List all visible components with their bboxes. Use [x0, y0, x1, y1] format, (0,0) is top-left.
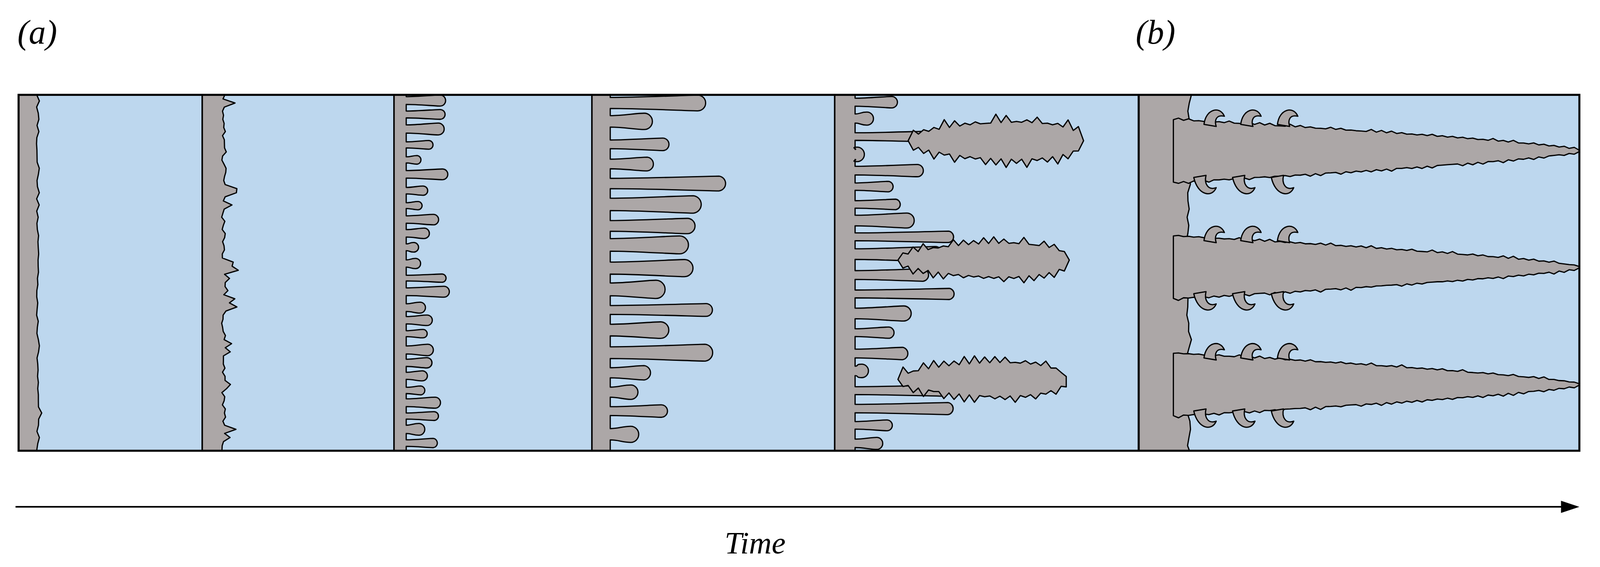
- invading-fluid: [1232, 291, 1255, 310]
- invading-fluid: [592, 95, 726, 452]
- outer-frame: [18, 95, 1580, 452]
- panel: [834, 95, 1139, 452]
- invading-fluid: [1232, 408, 1255, 428]
- panel-divider: [834, 95, 836, 452]
- invading-fluid: [18, 95, 42, 452]
- invading-fluid: [1173, 235, 1580, 301]
- invading-fluid: [1277, 109, 1298, 127]
- invading-fluid: [1193, 175, 1216, 194]
- panel-divider: [393, 95, 395, 452]
- fluid-ground: [1138, 95, 1580, 452]
- panel: [1138, 95, 1580, 452]
- invading-fluid: [908, 114, 1084, 168]
- invading-fluid: [1277, 343, 1298, 361]
- invading-fluid: [1271, 408, 1294, 428]
- arrow-head: [1561, 500, 1580, 514]
- panel: [592, 95, 835, 452]
- invading-fluid: [1173, 353, 1580, 419]
- panel-label: (b): [1135, 15, 1176, 50]
- invading-fluid: [1240, 226, 1262, 243]
- panel-divider: [201, 95, 204, 452]
- invading-fluid: [1204, 343, 1225, 361]
- invading-fluid: [1173, 118, 1580, 184]
- panel: [18, 95, 203, 452]
- panel-divider: [1137, 95, 1141, 452]
- invading-fluid: [1240, 343, 1262, 361]
- invading-fluid: [1271, 291, 1294, 310]
- invading-fluid: [898, 236, 1070, 283]
- panel-divider: [591, 95, 593, 452]
- panel-label: (a): [17, 15, 58, 50]
- fluid-ground: [18, 95, 203, 452]
- invading-fluid: [1204, 109, 1225, 127]
- panel: [202, 95, 395, 452]
- invading-fluid: [1204, 226, 1225, 243]
- invading-fluid: [202, 95, 239, 452]
- invading-fluid: [898, 355, 1067, 403]
- invading-fluid: [1232, 175, 1255, 194]
- invading-fluid: [1277, 226, 1298, 243]
- invading-fluid: [394, 95, 450, 452]
- panel: [394, 95, 593, 452]
- time-axis: [15, 506, 1566, 508]
- invading-fluid: [1193, 291, 1216, 310]
- invading-fluid: [1271, 175, 1294, 194]
- invading-fluid: [1240, 109, 1262, 127]
- axis-label: Time: [724, 527, 786, 559]
- invading-fluid: [1193, 408, 1216, 428]
